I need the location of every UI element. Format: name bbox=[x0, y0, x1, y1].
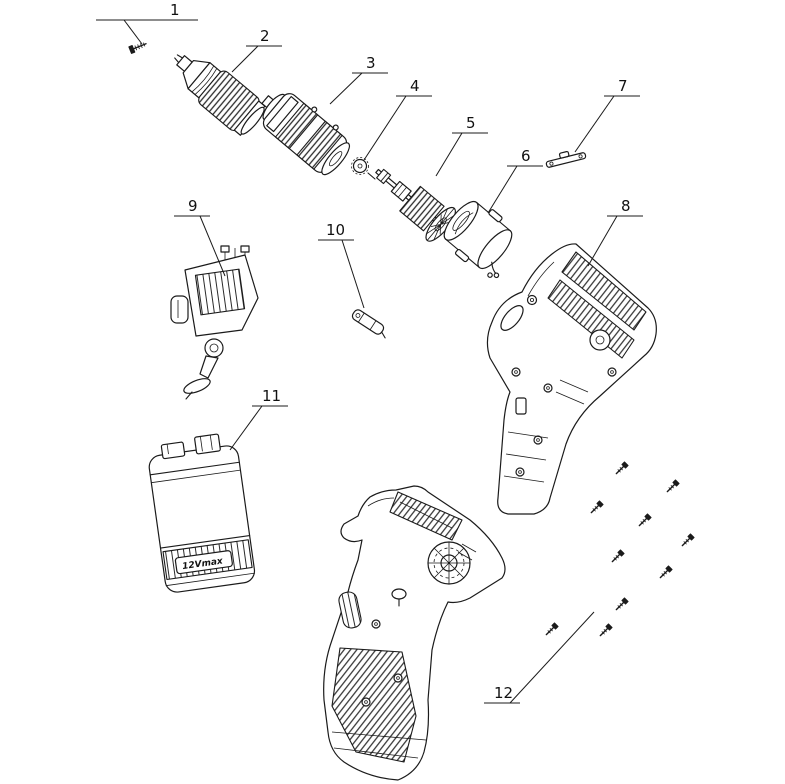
part-10-button bbox=[351, 309, 386, 339]
part-number-10: 10 bbox=[326, 221, 345, 239]
part-label-8: 8 bbox=[587, 197, 643, 267]
part-number-8: 8 bbox=[621, 197, 631, 215]
part-number-6: 6 bbox=[521, 147, 531, 165]
part-label-2: 2 bbox=[231, 27, 282, 73]
part-label-5: 5 bbox=[435, 114, 488, 177]
part-label-1: 1 bbox=[96, 1, 198, 45]
leader-line-10 bbox=[341, 239, 365, 309]
leader-line-5 bbox=[435, 132, 463, 177]
leader-line-7 bbox=[574, 95, 615, 153]
part-1-screw bbox=[128, 42, 147, 54]
part-number-2: 2 bbox=[260, 27, 270, 45]
part-number-9: 9 bbox=[188, 197, 198, 215]
part-7-bracket bbox=[545, 150, 587, 168]
part-number-1: 1 bbox=[170, 1, 180, 19]
part-2-chuck bbox=[174, 54, 266, 136]
part-11-battery: 12Vmax bbox=[148, 433, 256, 593]
part-4-pinion-gear bbox=[351, 157, 376, 180]
leader-line-4 bbox=[363, 95, 407, 161]
part-label-7: 7 bbox=[574, 77, 640, 153]
leader-line-8 bbox=[587, 215, 618, 267]
part-label-10: 10 bbox=[318, 221, 365, 309]
leader-line-2 bbox=[231, 45, 259, 73]
part-3-gearbox bbox=[261, 93, 351, 176]
part-number-11: 11 bbox=[262, 387, 281, 405]
leader-line-1 bbox=[123, 19, 143, 45]
leader-line-9 bbox=[199, 215, 226, 277]
left-housing-assembly bbox=[323, 485, 506, 781]
part-label-11: 11 bbox=[229, 387, 288, 451]
part-labels: 1 2 3 4 5 6 7 bbox=[96, 1, 643, 704]
part-9-switch-assembly bbox=[170, 245, 259, 400]
part-6-stator bbox=[443, 200, 513, 279]
part-8-right-housing bbox=[486, 243, 657, 515]
part-12-screw-set bbox=[545, 461, 695, 637]
part-number-12: 12 bbox=[494, 684, 513, 702]
part-number-4: 4 bbox=[410, 77, 420, 95]
part-number-3: 3 bbox=[366, 54, 376, 72]
part-label-12: 12 bbox=[484, 611, 595, 704]
leader-line-6 bbox=[487, 165, 518, 214]
part-label-3: 3 bbox=[329, 54, 388, 105]
leader-line-3 bbox=[329, 72, 363, 105]
leader-line-11 bbox=[229, 405, 263, 451]
part-label-9: 9 bbox=[174, 197, 226, 277]
part-number-5: 5 bbox=[466, 114, 476, 132]
leader-line-12 bbox=[509, 611, 595, 704]
part-label-4: 4 bbox=[363, 77, 432, 161]
part-number-7: 7 bbox=[618, 77, 628, 95]
part-5-rotor bbox=[375, 168, 465, 246]
part-label-6: 6 bbox=[487, 147, 543, 214]
